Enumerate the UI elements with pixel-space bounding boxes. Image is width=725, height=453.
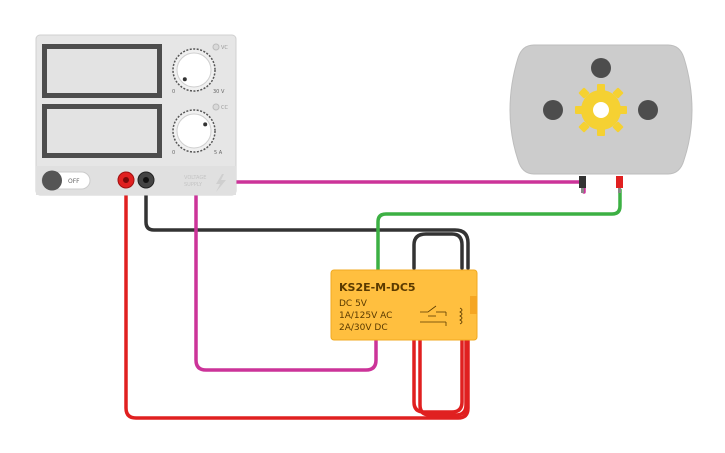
negative-terminal[interactable] [137,171,155,189]
relay-spec-line3: 2A/30V DC [339,323,388,333]
voltage-knob-indicator [182,77,187,82]
motor-mount-hole-top [591,58,611,78]
cc-indicator-led [212,103,220,111]
relay[interactable]: KS2E-M-DC5 DC 5V 1A/125V AC 2A/30V DC [330,269,478,341]
motor-mount-hole-left [543,100,563,120]
red-wire-loop-2[interactable] [418,298,468,417]
voltage-max-label: 30 V [213,89,225,95]
voltage-display-screen [47,49,157,93]
brand-line1: VOLTAGE [184,175,206,181]
motor-terminal-negative[interactable] [579,176,586,193]
brand-line2: SUPPLY [184,182,203,188]
relay-part-number: KS2E-M-DC5 [339,281,416,294]
voltage-min-label: 0 [172,89,175,95]
cc-label: CC [221,105,228,111]
relay-spec-line2: 1A/125V AC [339,311,392,321]
red-wire-loop[interactable] [412,298,464,414]
relay-switch-symbol-icon [420,305,447,326]
current-display-screen [47,109,157,153]
gear-icon [575,84,627,136]
relay-spec-line1: DC 5V [339,299,368,309]
green-wire[interactable] [376,188,622,272]
lightning-bolt-icon [216,174,226,192]
current-knob[interactable] [172,109,216,153]
black-wire-loop[interactable] [412,232,464,270]
voltage-knob[interactable] [172,48,216,92]
current-knob-indicator [203,122,208,127]
current-min-label: 0 [172,150,175,156]
power-switch[interactable]: OFF [41,170,91,191]
vc-label: VC [221,45,228,51]
power-switch-label: OFF [68,178,80,185]
dc-motor[interactable] [509,44,693,193]
current-max-label: 5 A [214,150,223,156]
red-wire[interactable] [124,180,470,420]
relay-coil-symbol-icon [459,307,463,325]
black-wire[interactable] [144,180,470,270]
vc-indicator-led [212,43,220,51]
motor-mount-hole-right [638,100,658,120]
motor-terminal-positive[interactable] [616,176,623,193]
relay-edge-tab [470,296,477,314]
positive-terminal[interactable] [117,171,135,189]
power-supply[interactable]: VC CC 0 30 V 0 5 A OFF [35,34,237,196]
